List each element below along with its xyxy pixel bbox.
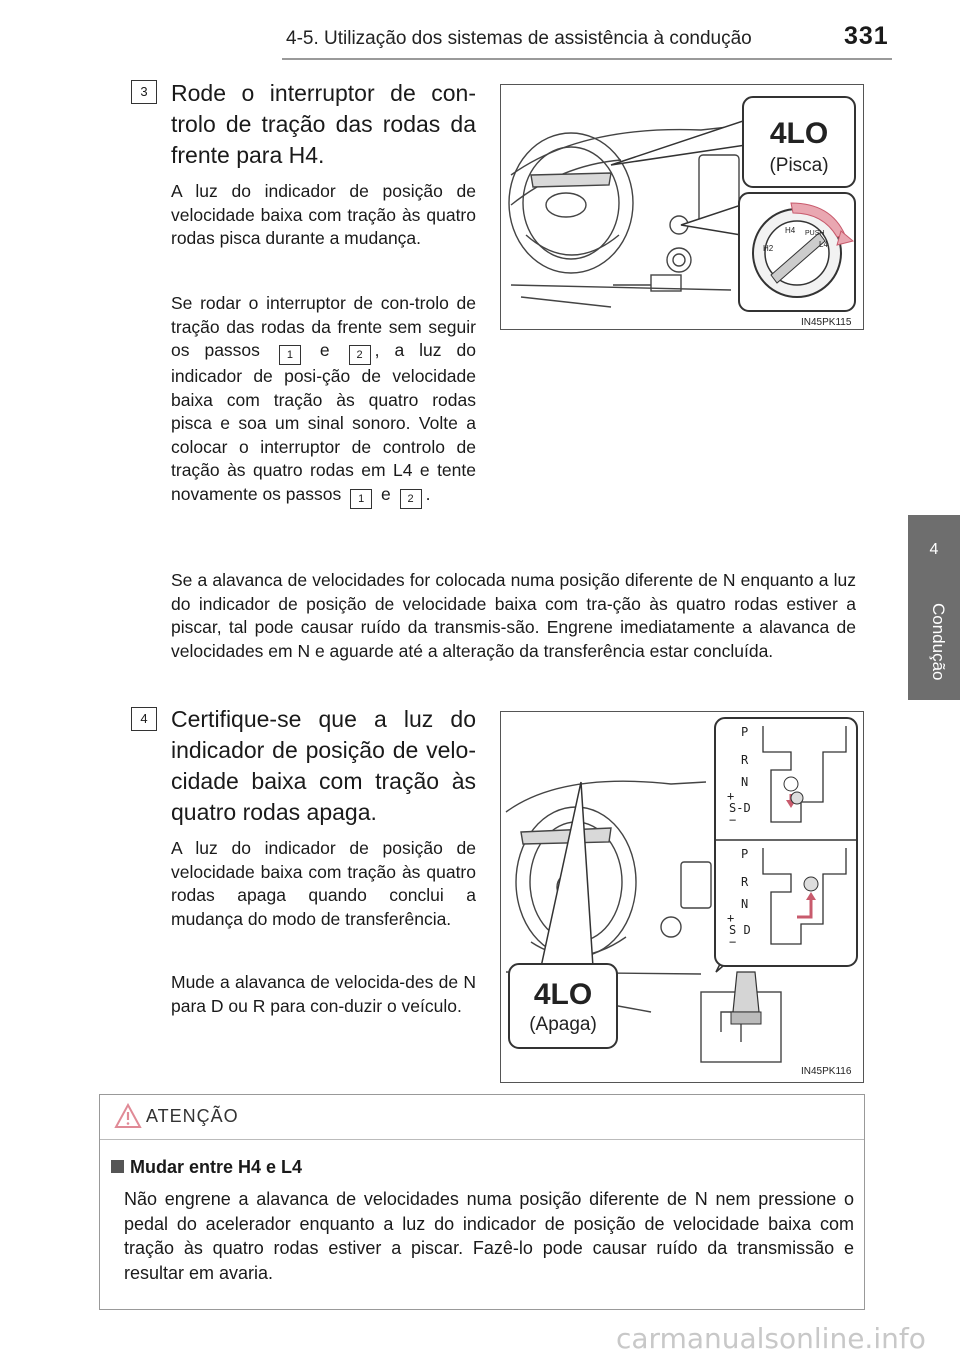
text-run: .	[425, 483, 431, 504]
gate-top-plus: +	[727, 789, 734, 803]
gate-bottom-r: R	[741, 875, 749, 889]
section-title: 4-5. Utilização dos sistemas de assistên…	[286, 28, 752, 49]
step-4-paragraph-2: Mude a alavanca de velocida-des de N par…	[171, 972, 476, 1016]
text-run: Se rodar o interruptor de con-trolo de t…	[171, 293, 476, 360]
switch-label-h2: H2	[763, 244, 774, 253]
text-run: e	[381, 483, 391, 504]
square-bullet-icon	[111, 1160, 124, 1173]
step-ref-1: 1	[278, 345, 301, 365]
callout-sub-text: (Apaga)	[529, 1014, 597, 1035]
shift-lever-illustration: P R N + S-D − P R N + S D − 4LO (Apaga) …	[505, 717, 858, 1077]
warning-subheading-text: Mudar entre H4 e L4	[130, 1157, 303, 1177]
figure-4wd-switch: 4LO (Pisca) H4 PUSH L4 H2 IN45PK115	[500, 84, 864, 330]
step-3-paragraph-2: Se rodar o interruptor de con-trolo de t…	[171, 292, 476, 509]
gate-bottom-n: N	[741, 897, 748, 911]
warning-triangle-icon	[114, 1103, 142, 1128]
step-ref-1: 1	[350, 488, 373, 509]
step-3-title: Rode o interruptor de con-trolo de traçã…	[171, 80, 476, 168]
warning-text: Não engrene a alavanca de velocidades nu…	[124, 1189, 854, 1283]
chapter-tab[interactable]: 4 Condução	[908, 515, 960, 700]
callout-sub-text: (Pisca)	[769, 155, 828, 176]
figure-shift-lever: P R N + S-D − P R N + S D − 4LO (Apaga) …	[500, 711, 864, 1083]
callout-4lo-text: 4LO	[534, 978, 592, 1011]
gate-top-sd: S-D	[729, 801, 751, 815]
step-4-paragraph-1: A luz do indicador de posição de velocid…	[171, 838, 476, 929]
gate-bottom-plus: +	[727, 911, 734, 925]
figure-code: IN45PK116	[801, 1066, 852, 1077]
figure-code: IN45PK115	[801, 317, 852, 328]
gate-bottom-p: P	[741, 847, 748, 861]
switch-label-push: PUSH	[805, 230, 824, 237]
callout-4lo-text: 4LO	[770, 117, 828, 150]
chapter-number: 4	[929, 541, 939, 558]
gate-top-minus: −	[729, 813, 736, 827]
text-run: e	[319, 340, 330, 360]
header-rule	[282, 58, 892, 60]
warning-label: ATENÇÃO	[146, 1106, 239, 1126]
gate-bottom-minus: −	[729, 935, 736, 949]
warning-box: ATENÇÃO Mudar entre H4 e L4 Não engrene …	[99, 1094, 865, 1310]
gate-bottom-sd: S D	[729, 923, 751, 937]
warning-subheading: Mudar entre H4 e L4	[111, 1157, 302, 1178]
step-ref-2: 2	[348, 345, 371, 365]
step-ref-2: 2	[399, 488, 422, 509]
switch-label-l4: L4	[819, 240, 828, 249]
step-number-4: 4	[131, 707, 157, 731]
watermark: carmanualsonline.info	[616, 1322, 926, 1355]
page-number: 331	[844, 22, 889, 50]
gate-top-r: R	[741, 753, 749, 767]
chapter-label: Condução	[929, 603, 948, 681]
dashboard-switch-illustration: 4LO (Pisca) H4 PUSH L4 H2 IN45PK115	[508, 96, 856, 328]
step-4-title: Certifique-se que a luz do indicador de …	[171, 706, 476, 825]
gate-top-p: P	[741, 725, 748, 739]
text-run: , a luz do indicador de posi-ção de velo…	[171, 340, 476, 504]
gate-top-n: N	[741, 775, 748, 789]
switch-label-h4: H4	[785, 226, 796, 235]
step-3-paragraph-1: A luz do indicador de posição de velocid…	[171, 181, 476, 248]
step-number-3: 3	[131, 80, 157, 104]
step-3-note: Se a alavanca de velocidades for colocad…	[171, 570, 856, 661]
warning-header: ATENÇÃO	[100, 1095, 864, 1140]
